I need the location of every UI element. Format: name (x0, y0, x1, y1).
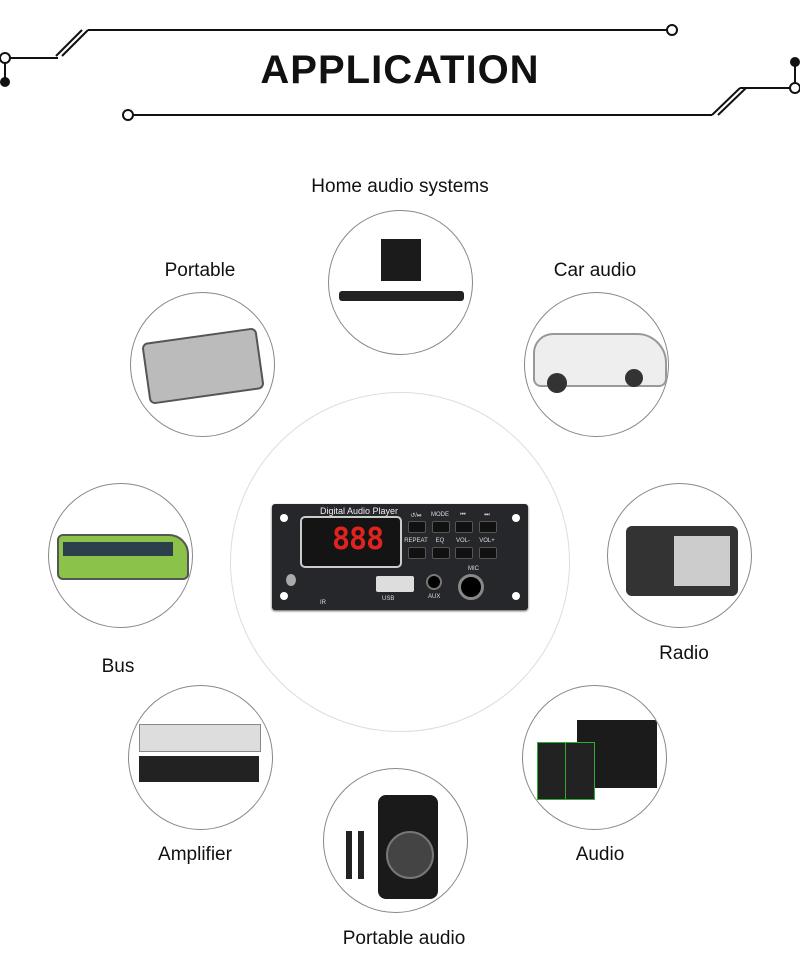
label-radio: Radio (659, 643, 709, 664)
radio-image (607, 483, 752, 628)
page-title: APPLICATION (260, 48, 540, 92)
aux-jack (426, 574, 442, 590)
repeat-button[interactable] (408, 547, 426, 559)
mode-button[interactable] (432, 521, 450, 533)
portable-audio-image (323, 768, 468, 913)
usb-label: USB (382, 596, 395, 602)
next-button[interactable] (479, 521, 497, 533)
label-home-audio-systems: Home audio systems (311, 176, 489, 197)
button-label: VOL- (455, 538, 470, 544)
vol-up-button[interactable] (479, 547, 497, 559)
button-label: EQ (435, 538, 445, 544)
ir-label: IR (320, 600, 326, 606)
label-amplifier: Amplifier (158, 844, 232, 865)
prev-button[interactable] (455, 521, 473, 533)
bluetooth-icon (286, 574, 296, 586)
bus-image (48, 483, 193, 628)
portable-image (130, 292, 275, 437)
button-label: ⏭ (484, 512, 490, 518)
label-portable: Portable (164, 260, 236, 281)
center-circle (230, 392, 570, 732)
button-label: ⏮ (460, 512, 466, 518)
led-display: 888 (300, 516, 402, 568)
aux-label: AUX (428, 594, 441, 600)
label-portable-audio: Portable audio (342, 928, 466, 949)
label-bus: Bus (101, 656, 135, 677)
amplifier-image (128, 685, 273, 830)
digital-audio-player-module: Digital Audio Player 888 ↺/⏯ MODE ⏮ ⏭ RE… (272, 504, 528, 610)
vol-down-button[interactable] (455, 547, 473, 559)
mic-label: MIC (468, 566, 479, 572)
header-decoration (0, 24, 800, 121)
button-label: ↺/⏯ (410, 513, 422, 519)
button-label: VOL+ (479, 538, 495, 544)
button-label: MODE (431, 512, 449, 518)
label-car-audio: Car audio (553, 260, 637, 281)
car-audio-image (524, 292, 669, 437)
mic-jack (458, 574, 484, 600)
label-audio: Audio (575, 844, 625, 865)
module-title: Digital Audio Player (320, 506, 399, 516)
eq-button[interactable] (432, 547, 450, 559)
display-digits: 888 (332, 522, 384, 557)
audio-image (522, 685, 667, 830)
play-pause-button[interactable] (408, 521, 426, 533)
usb-port (376, 576, 414, 592)
button-label: REPEAT (404, 538, 428, 544)
home-audio-image (328, 210, 473, 355)
